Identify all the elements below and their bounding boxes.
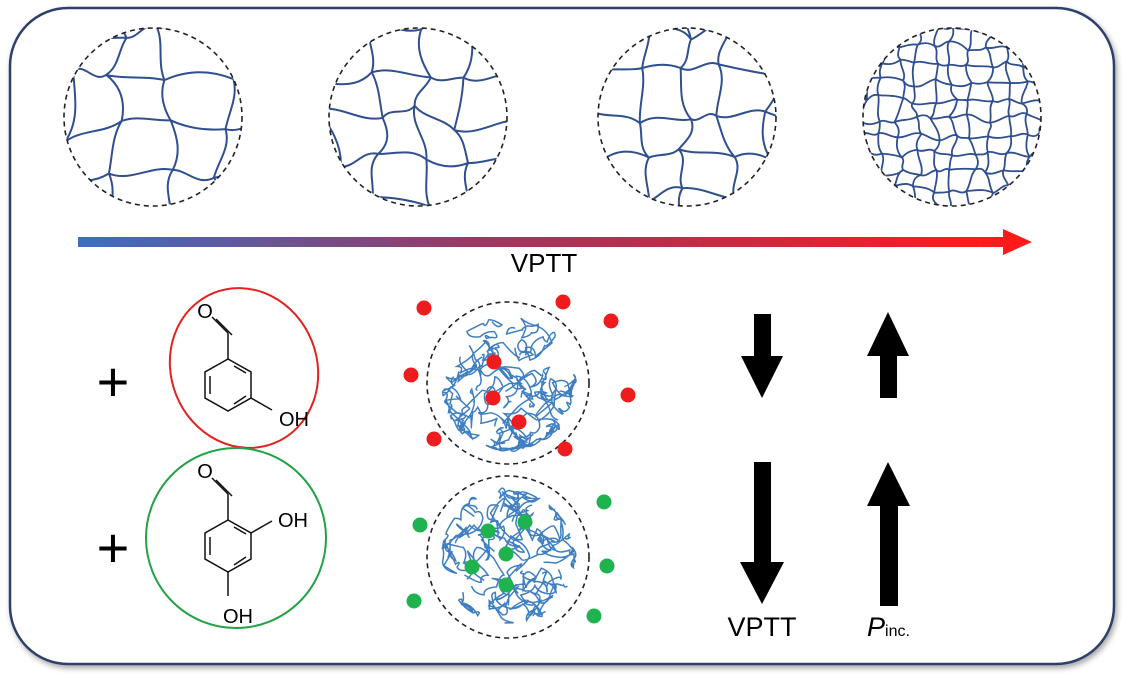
molecule-dot bbox=[406, 593, 422, 609]
arrows bbox=[740, 312, 910, 606]
column-label-p-italic: P bbox=[867, 612, 885, 642]
molecule-dots-green bbox=[406, 494, 615, 624]
coil-boundary bbox=[426, 301, 590, 465]
network-medium-2 bbox=[597, 27, 777, 207]
column-label-p-sub: inc. bbox=[885, 623, 910, 640]
network-sparse bbox=[63, 27, 243, 207]
coil-green bbox=[406, 475, 615, 639]
molecule-top-ring bbox=[168, 287, 320, 449]
network-boundary bbox=[328, 27, 508, 207]
molecule-dot bbox=[511, 414, 527, 430]
molecule-dot bbox=[416, 300, 432, 316]
molecule-dot bbox=[426, 431, 442, 447]
plus-icon: + bbox=[97, 350, 130, 413]
molecule-top-structure bbox=[204, 316, 273, 412]
network-mesh bbox=[598, 28, 776, 206]
network-boundary bbox=[63, 27, 243, 207]
molecule-dots-red bbox=[403, 294, 636, 457]
aldehyde-o-label: O bbox=[197, 301, 213, 323]
hydroxyl-top-label: OH bbox=[278, 510, 308, 532]
molecule-dot bbox=[412, 517, 428, 533]
molecule-dot bbox=[620, 387, 636, 403]
molecule-dot bbox=[603, 313, 619, 329]
network-boundary bbox=[862, 27, 1042, 207]
column-label-vptt: VPTT bbox=[727, 612, 796, 642]
plus-icon: + bbox=[97, 516, 130, 579]
arrow-down-icon bbox=[740, 462, 784, 604]
network-boundary bbox=[597, 27, 777, 207]
arrow-up-icon bbox=[867, 312, 909, 398]
gradient-arrow-icon bbox=[78, 229, 1032, 255]
molecule-dot bbox=[599, 558, 615, 574]
outer-frame bbox=[8, 6, 1116, 666]
molecule-dot bbox=[517, 514, 533, 530]
molecule-dot bbox=[498, 577, 514, 593]
arrow-down-icon bbox=[741, 314, 783, 398]
coil-red bbox=[403, 294, 636, 465]
molecule-dot bbox=[480, 523, 496, 539]
network-dense bbox=[862, 27, 1042, 207]
hydroxyl-bottom-label: OH bbox=[223, 606, 253, 628]
network-strands bbox=[64, 28, 242, 206]
molecule-bottom-structure bbox=[204, 477, 273, 596]
molecule-dot bbox=[596, 494, 612, 510]
column-label-p: Pinc. bbox=[867, 612, 910, 642]
hydroxyl-label: OH bbox=[279, 409, 309, 431]
molecule-dot bbox=[555, 294, 571, 310]
molecule-dot bbox=[464, 559, 480, 575]
molecule-dot bbox=[498, 546, 514, 562]
network-mesh bbox=[64, 28, 242, 206]
molecule-dot bbox=[486, 354, 502, 370]
molecule-bottom: O OH OH bbox=[145, 447, 327, 629]
gradient-axis-label: VPTT bbox=[511, 248, 578, 278]
coil-boundary bbox=[426, 475, 590, 639]
network-row bbox=[63, 27, 1042, 207]
aldehyde-o-label: O bbox=[197, 461, 213, 483]
coil-chains bbox=[441, 487, 577, 624]
network-strands bbox=[598, 28, 776, 206]
molecule-dot bbox=[557, 441, 573, 457]
molecule-dot bbox=[485, 390, 501, 406]
molecule-top: O OH bbox=[168, 287, 320, 449]
molecule-bottom-ring bbox=[145, 447, 327, 629]
arrow-up-icon bbox=[867, 462, 910, 606]
molecule-dot bbox=[586, 608, 602, 624]
molecule-dot bbox=[403, 367, 419, 383]
coil-strands bbox=[441, 487, 577, 624]
